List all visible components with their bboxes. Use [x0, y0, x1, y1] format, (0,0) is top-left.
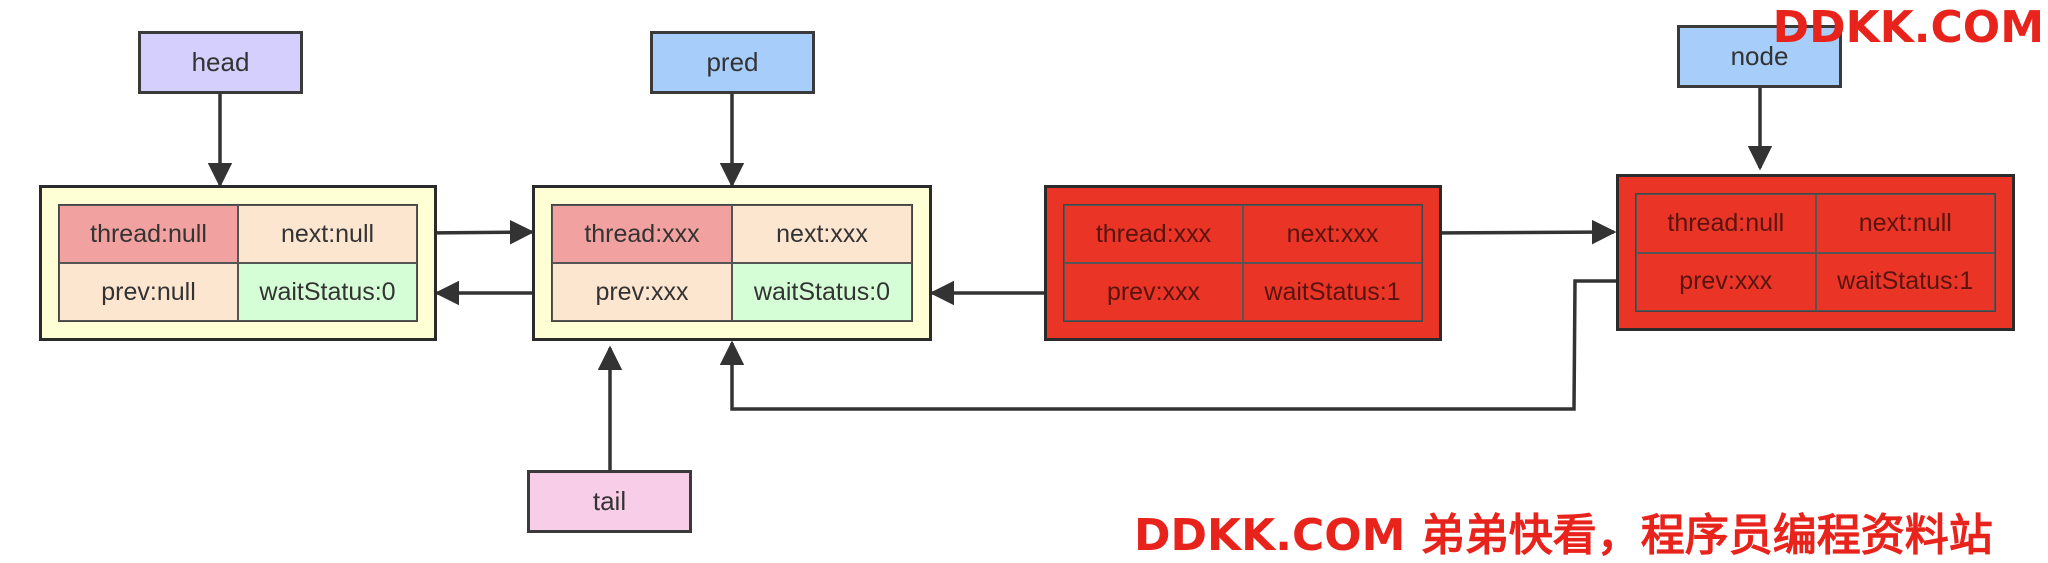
queue-node-cancelled: thread:xxx next:xxx prev:xxx waitStatus:… [1044, 185, 1442, 341]
next-arrow-node1-to-node2 [421, 219, 535, 245]
connectors [207, 88, 1773, 470]
wait-status-field: waitStatus:0 [238, 263, 417, 321]
prev-field: prev:xxx [552, 263, 732, 321]
wait-status-field: waitStatus:0 [732, 263, 912, 321]
node-fields: thread:null next:null prev:xxx waitStatu… [1635, 193, 1996, 312]
next-field: next:null [238, 205, 417, 263]
queue-node-pred: thread:xxx next:xxx prev:xxx waitStatus:… [532, 185, 932, 341]
prev-field: prev:xxx [1064, 263, 1243, 321]
watermark-top: DDKK.COM [1772, 2, 2044, 53]
next-field: next:null [1815, 194, 1995, 253]
thread-field: thread:null [1636, 194, 1816, 253]
queue-node-head: thread:null next:null prev:null waitStat… [39, 185, 437, 341]
head-label: head [138, 31, 303, 94]
tail-label: tail [527, 470, 692, 533]
tail-label-text: tail [592, 486, 627, 516]
head-label-text: head [191, 47, 250, 77]
pred-label-text: pred [706, 47, 759, 77]
prev-field: prev:xxx [1636, 252, 1816, 311]
next-field: next:xxx [1243, 205, 1422, 263]
prev-arrow-node4-to-pred [719, 279, 1633, 411]
node-label: node [1677, 25, 1842, 88]
next-field: next:xxx [732, 205, 912, 263]
thread-field: thread:null [59, 205, 238, 263]
diagram-canvas: head pred node tail thread:null next:nul… [39, 2, 2044, 561]
queue-node-current: thread:null next:null prev:xxx waitStatu… [1616, 174, 2015, 331]
node-label-text: node [1730, 41, 1789, 71]
node-fields: thread:null next:null prev:null waitStat… [58, 204, 418, 322]
thread-field: thread:xxx [552, 205, 732, 263]
node-fields: thread:xxx next:xxx prev:xxx waitStatus:… [1063, 204, 1423, 322]
wait-status-field: waitStatus:1 [1243, 263, 1422, 321]
watermark-bottom: DDKK.COM 弟弟快看，程序员编程资料站 [1134, 510, 1993, 561]
next-arrow-node3-to-node4 [1424, 219, 1617, 245]
pred-label: pred [650, 31, 815, 94]
thread-field: thread:xxx [1064, 205, 1243, 263]
prev-field: prev:null [59, 263, 238, 321]
wait-status-field: waitStatus:1 [1815, 252, 1995, 311]
node-fields: thread:xxx next:xxx prev:xxx waitStatus:… [551, 204, 913, 322]
